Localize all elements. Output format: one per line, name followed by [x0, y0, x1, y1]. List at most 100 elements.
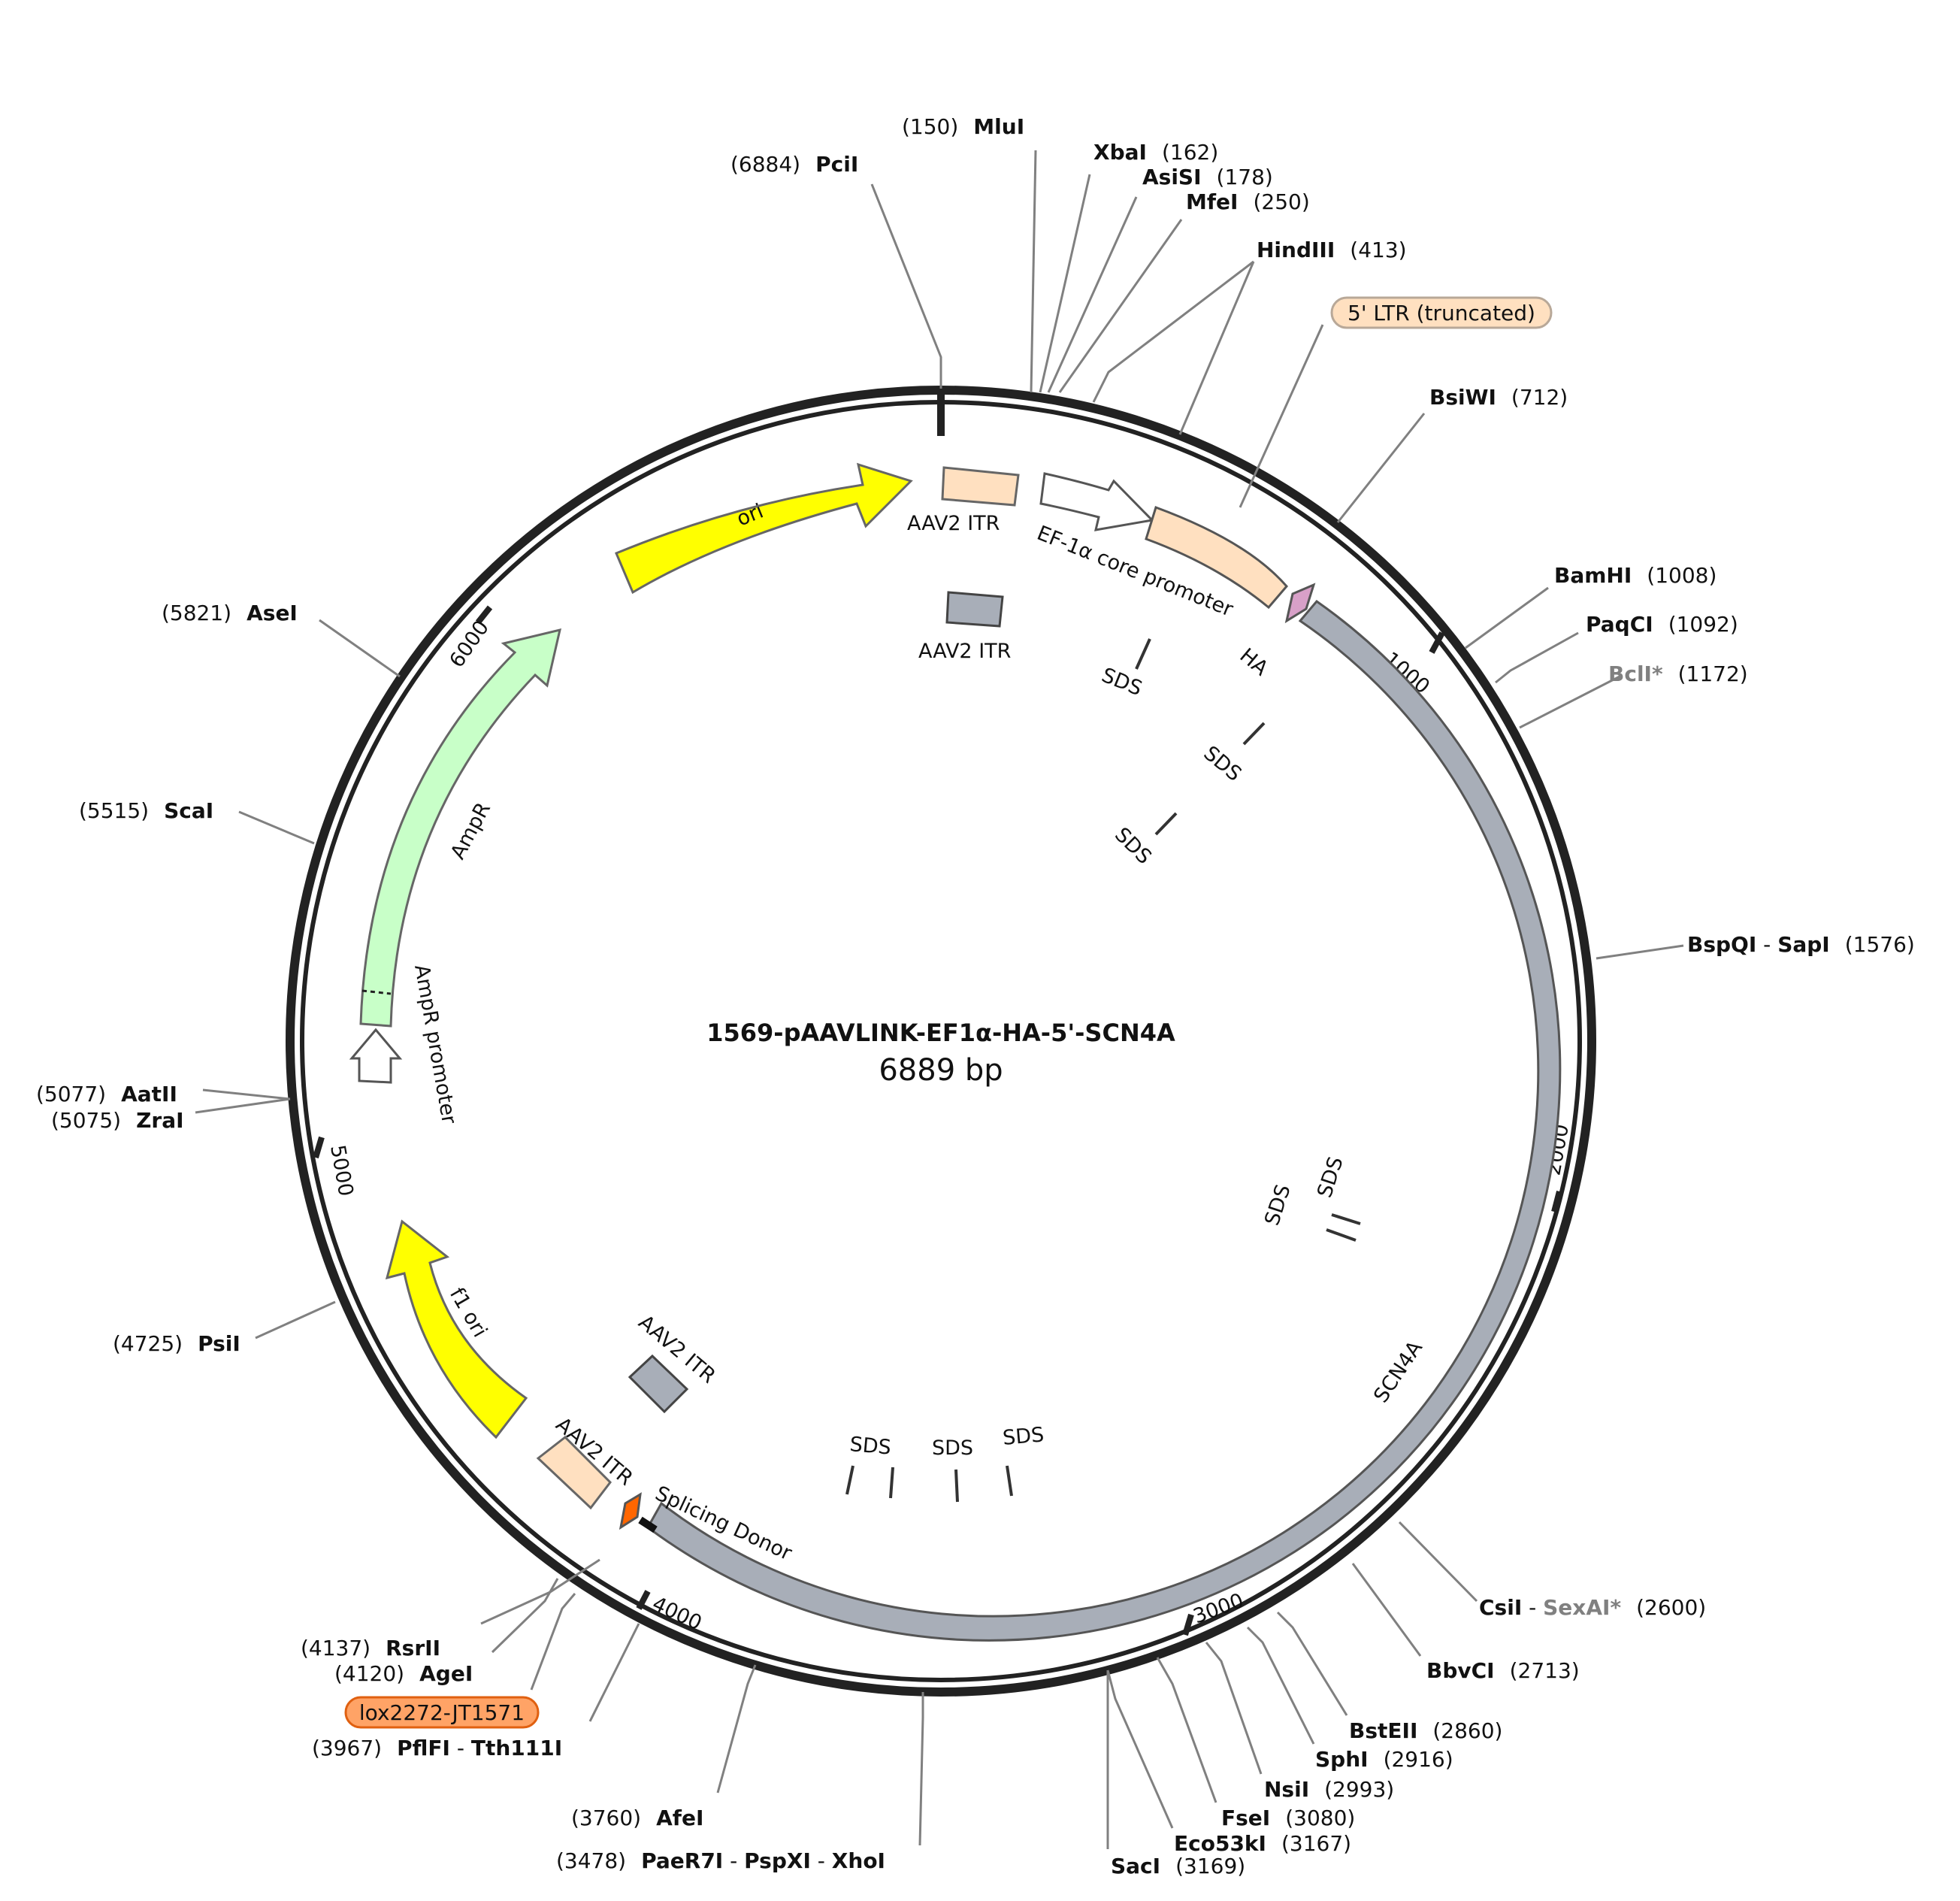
site-agei-pos: (4120): [334, 1661, 404, 1686]
leader-pcii: [870, 183, 942, 389]
site-zrai[interactable]: (5075)ZraI: [51, 1108, 184, 1133]
site-bspqi-name: BspQI: [1687, 932, 1756, 957]
leader-scai: [238, 810, 315, 845]
site-bsteii[interactable]: BstEII (2860): [1349, 1718, 1502, 1743]
sds-mark: [1135, 638, 1151, 670]
sds-mark: [889, 1467, 894, 1499]
site-mfei[interactable]: MfeI(250): [1186, 189, 1310, 214]
sds-label: SDS: [1098, 664, 1145, 701]
site-bcli-name: BclI*: [1608, 661, 1663, 686]
site-saci[interactable]: SacI (3169): [1111, 1854, 1245, 1878]
ha-tag[interactable]: [1284, 583, 1316, 624]
site-paqci[interactable]: PaqCI(1092): [1586, 612, 1738, 637]
ltr-callout[interactable]: 5' LTR (truncated): [1239, 296, 1553, 508]
leader-bamhi: [1465, 586, 1549, 649]
leader-zrai: [195, 1097, 291, 1114]
ampr-label: AmpR: [446, 799, 495, 864]
sds-mark: [1331, 1213, 1361, 1225]
tick-3000: [1182, 1613, 1194, 1636]
f1-ori-arrow[interactable]: [385, 1219, 528, 1439]
ef1a-promoter-box[interactable]: [1145, 506, 1288, 610]
site-eco53ki-pos: (3167): [1281, 1831, 1351, 1856]
leader-bcli: [1519, 675, 1620, 729]
ampr-arrow[interactable]: [359, 628, 562, 1028]
site-bbvci[interactable]: BbvCI(2713): [1426, 1658, 1580, 1683]
sds-label: SDS: [932, 1436, 973, 1460]
site-csii-sep: -: [1522, 1595, 1543, 1620]
aav2-itr-top-label: AAV2 ITR: [907, 512, 1000, 535]
site-mfei-pos: (250): [1253, 189, 1309, 214]
site-asisi-name: AsiSI: [1142, 165, 1202, 189]
site-pflfi[interactable]: (3967)PflFI - Tth111I: [312, 1736, 562, 1760]
leader-sphi: [1246, 1626, 1315, 1745]
scn4a-label: SCN4A: [1369, 1336, 1427, 1407]
site-bcli[interactable]: BclI*(1172): [1608, 661, 1748, 686]
site-saci-pos: (3169): [1175, 1854, 1245, 1878]
site-aatii-pos: (5077): [36, 1082, 106, 1106]
site-pcii[interactable]: (6884)PciI: [730, 152, 858, 177]
site-bspqi[interactable]: BspQI - SapI(1576): [1687, 932, 1915, 957]
tick-1000: [1429, 631, 1445, 654]
site-xhoi[interactable]: (3478)PaeR7I - PspXI - XhoI: [556, 1848, 885, 1873]
lox-callout[interactable]: lox2272-JT1571: [344, 1696, 540, 1729]
sds-label: SDS: [1002, 1423, 1045, 1450]
site-eco53ki[interactable]: Eco53kI(3167): [1174, 1831, 1351, 1856]
sds-mark: [845, 1465, 854, 1495]
site-mlui[interactable]: (150)MluI: [902, 114, 1024, 139]
site-scai-name: ScaI: [164, 798, 213, 823]
site-bsiwi[interactable]: BsiWI(712): [1429, 385, 1568, 410]
ltr-label: 5' LTR (truncated): [1348, 301, 1535, 325]
site-fsei[interactable]: FseI(3080): [1221, 1806, 1355, 1830]
site-paqci-pos: (1092): [1668, 612, 1738, 637]
tick-4000: [636, 1590, 651, 1610]
site-asisi[interactable]: AsiSI(178): [1142, 165, 1273, 189]
site-asei[interactable]: (5821)AseI: [162, 601, 298, 625]
leader-bspqi: [1596, 944, 1684, 960]
aav2-itr-bottom-box[interactable]: [536, 1436, 612, 1510]
site-csii-pos: (2600): [1636, 1595, 1706, 1620]
lox-label: lox2272-JT1571: [359, 1700, 525, 1725]
ampr-promoter-arrow[interactable]: [349, 1028, 403, 1084]
aav2-itr-top-inner-box[interactable]: [945, 591, 1004, 628]
site-psii-name: PsiI: [198, 1331, 240, 1356]
tick-2000: [1551, 1190, 1562, 1213]
ha-label: HA: [1236, 644, 1273, 681]
leader-rsrii: [480, 1558, 600, 1625]
site-nsii-pos: (2993): [1324, 1777, 1394, 1802]
aav2-itr-bottom-inner-box[interactable]: [628, 1354, 689, 1414]
sds-label: SDS: [848, 1433, 892, 1460]
site-xhoi-name2: PspXI: [744, 1848, 811, 1873]
site-bsteii-name: BstEII: [1349, 1718, 1417, 1743]
site-agei[interactable]: (4120)AgeI: [334, 1661, 473, 1686]
splicing-donor-bar: [638, 1516, 658, 1533]
sds-mark: [1006, 1465, 1013, 1497]
site-sphi-pos: (2916): [1384, 1747, 1453, 1772]
site-bsteii-pos: (2860): [1432, 1718, 1502, 1743]
site-psii[interactable]: (4725)PsiI: [113, 1331, 240, 1356]
site-zrai-pos: (5075): [51, 1108, 121, 1133]
site-bamhi[interactable]: BamHI(1008): [1554, 563, 1717, 588]
site-scai[interactable]: (5515)ScaI: [79, 798, 213, 823]
site-xbai[interactable]: XbaI(162): [1093, 140, 1218, 165]
scn4a-gene[interactable]: [646, 599, 1562, 1642]
splicing-donor-box[interactable]: [619, 1492, 642, 1530]
aav2-itr-top-box[interactable]: [941, 466, 1020, 507]
site-afei[interactable]: (3760)AfeI: [571, 1806, 703, 1830]
ampr-promoter-label: AmpR promoter: [410, 963, 461, 1127]
ef1a-promoter-arrow[interactable]: [1039, 472, 1155, 531]
site-saci-name: SacI: [1111, 1854, 1160, 1878]
site-hindiii[interactable]: HindIII(413): [1257, 238, 1407, 262]
site-pflfi-pos: (3967): [312, 1736, 382, 1760]
site-aatii[interactable]: (5077)AatII: [36, 1082, 177, 1106]
leader-xhoi: [918, 1692, 924, 1846]
site-csii[interactable]: CsiI - SexAI*(2600): [1479, 1595, 1706, 1620]
ori-arrow[interactable]: [615, 462, 913, 595]
site-labels: (6884)PciI (150)MluI XbaI(162) AsiSI(178…: [36, 114, 1915, 1878]
site-rsrii[interactable]: (4137)RsrII: [301, 1636, 440, 1660]
sds-label: SDS: [1313, 1154, 1348, 1200]
site-sphi[interactable]: SphI(2916): [1315, 1747, 1453, 1772]
site-nsii[interactable]: NsiI(2993): [1264, 1777, 1394, 1802]
site-bsiwi-name: BsiWI: [1429, 385, 1496, 410]
site-mlui-pos: (150): [902, 114, 958, 139]
